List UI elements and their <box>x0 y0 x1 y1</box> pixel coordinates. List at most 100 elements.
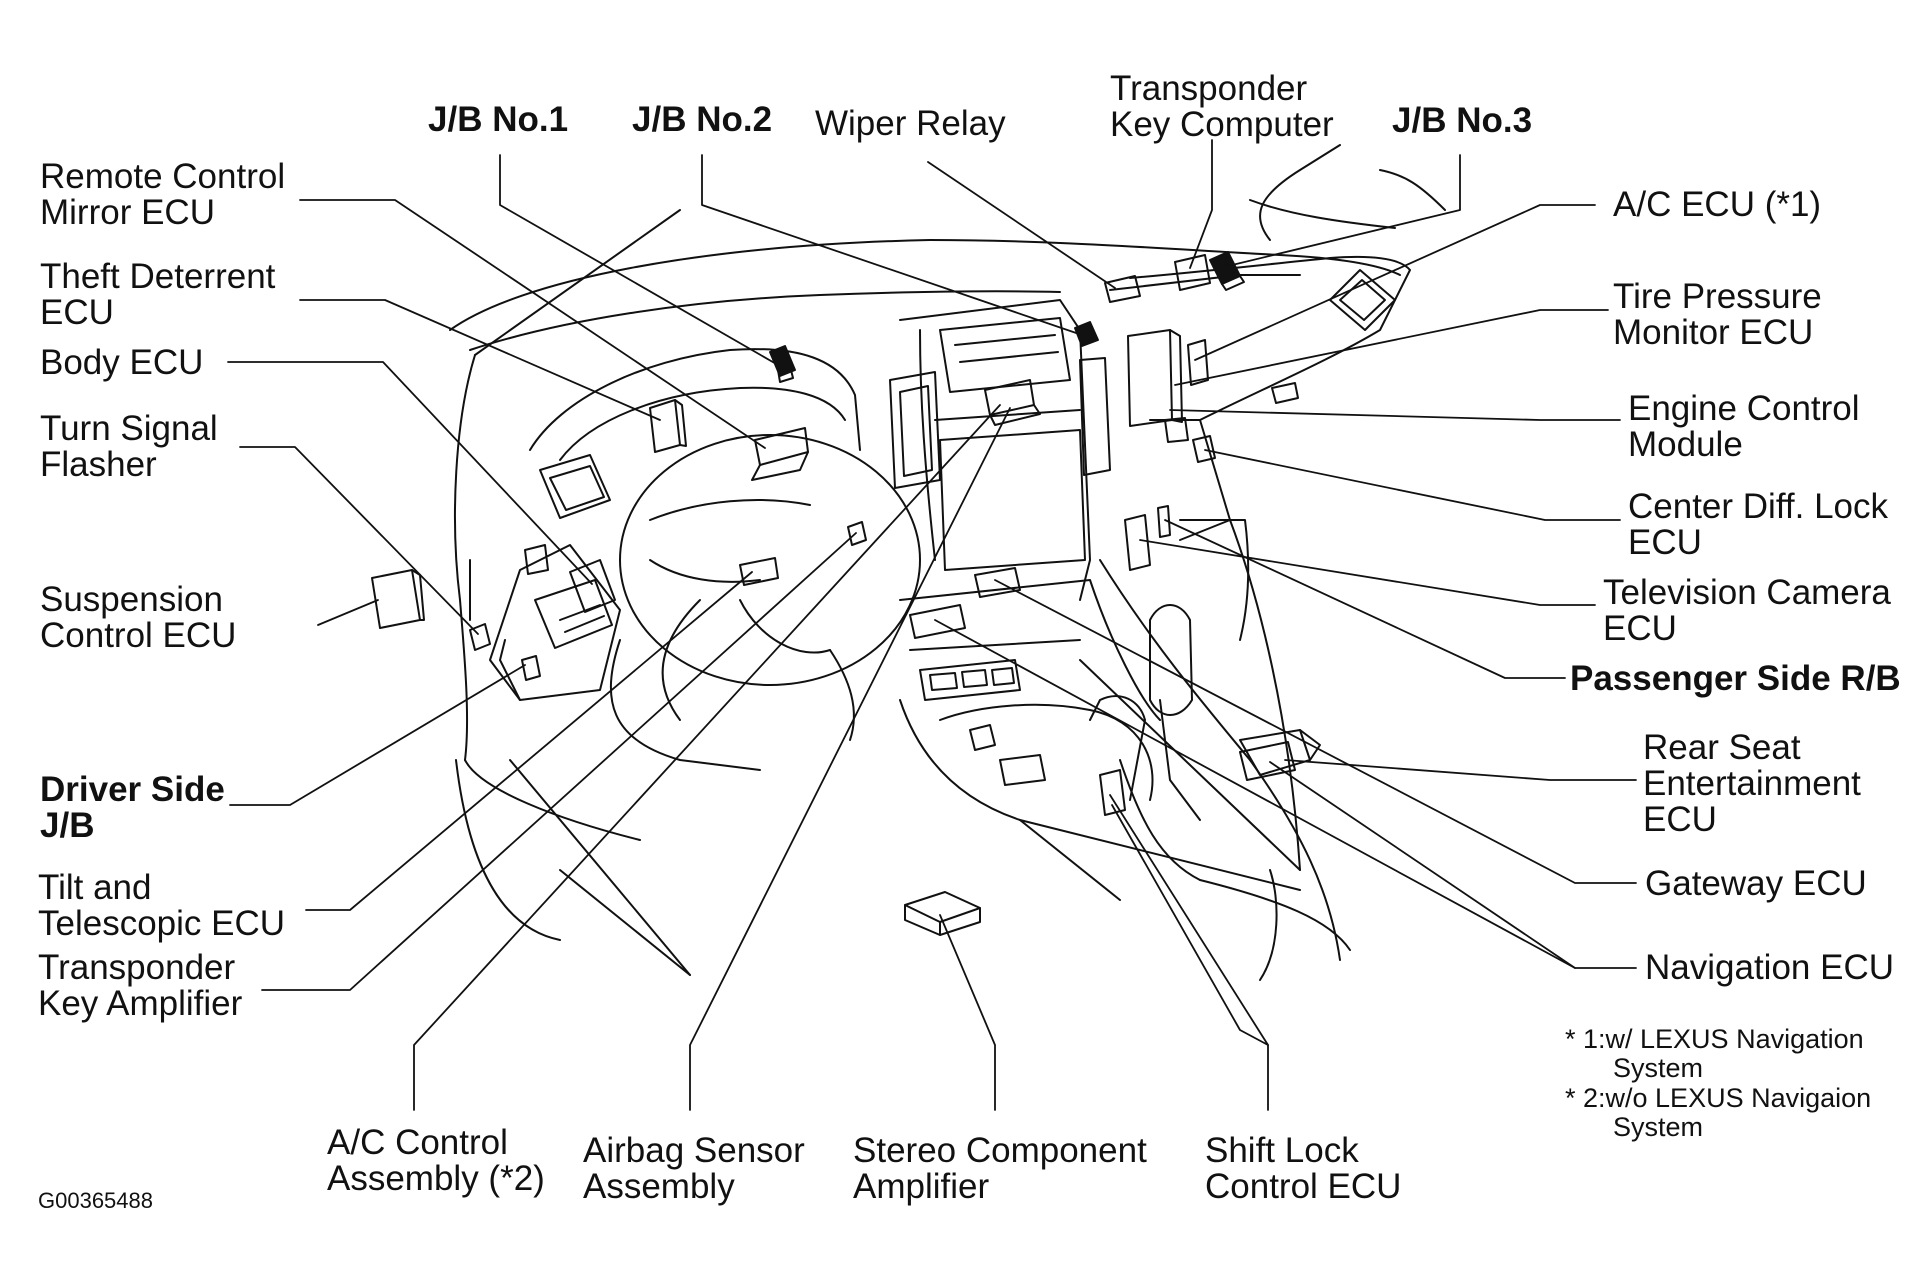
label-passenger-side-rb-text: Passenger Side R/B <box>1570 659 1901 698</box>
label-television-camera-ecu-line1: Television Camera <box>1603 573 1891 612</box>
label-navigation-ecu-text: Navigation ECU <box>1645 948 1894 987</box>
label-transponder-key-amplifier: Transponder Key Amplifier <box>38 950 242 1022</box>
label-suspension-control-ecu-line2: Control ECU <box>40 616 237 655</box>
leader-transponder-key-computer <box>1189 139 1213 269</box>
label-jb-no1: J/B No.1 <box>428 102 568 138</box>
label-body-ecu: Body ECU <box>40 345 203 381</box>
leader-lines <box>227 139 1637 1111</box>
label-remote-control-mirror-ecu-line1: Remote Control <box>40 157 286 196</box>
label-ac-control-assembly: A/C Control Assembly (*2) <box>327 1125 545 1197</box>
label-ac-ecu-text: A/C ECU (*1) <box>1613 185 1822 224</box>
label-transponder-key-computer: Transponder Key Computer <box>1110 71 1334 143</box>
leader-tire-pressure-monitor-ecu <box>1174 309 1609 386</box>
label-driver-side-jb: Driver Side J/B <box>40 772 225 844</box>
label-airbag-sensor-assembly: Airbag Sensor Assembly <box>583 1133 805 1205</box>
label-stereo-component-amplifier: Stereo Component Amplifier <box>853 1133 1147 1205</box>
label-theft-deterrent-ecu: Theft Deterrent ECU <box>40 259 275 331</box>
label-ac-ecu: A/C ECU (*1) <box>1613 187 1821 223</box>
label-tilt-telescopic-ecu-line2: Telescopic ECU <box>38 904 286 943</box>
label-theft-deterrent-ecu-line1: Theft Deterrent <box>40 257 276 296</box>
label-tilt-telescopic-ecu: Tilt and Telescopic ECU <box>38 870 285 942</box>
component-boxes <box>371 251 1299 936</box>
footnote-1: * 1:w/ LEXUS Navigation System <box>1565 1025 1864 1083</box>
label-rear-seat-entertainment-ecu-line2: Entertainment <box>1643 764 1861 803</box>
label-rear-seat-entertainment-ecu-line1: Rear Seat <box>1643 728 1801 767</box>
label-rear-seat-entertainment-ecu-line3: ECU <box>1643 800 1717 839</box>
label-shift-lock-control-ecu-line1: Shift Lock <box>1205 1131 1359 1170</box>
leader-driver-side-jb <box>229 664 526 806</box>
label-ac-control-assembly-line2: Assembly (*2) <box>327 1159 545 1198</box>
label-tire-pressure-monitor-ecu-line1: Tire Pressure <box>1613 277 1822 316</box>
label-wiper-relay-text: Wiper Relay <box>815 104 1006 143</box>
label-tilt-telescopic-ecu-line1: Tilt and <box>38 868 152 907</box>
label-remote-control-mirror-ecu: Remote Control Mirror ECU <box>40 159 285 231</box>
label-wiper-relay: Wiper Relay <box>815 106 1006 142</box>
dashboard-outline <box>449 144 1446 981</box>
label-remote-control-mirror-ecu-line2: Mirror ECU <box>40 193 215 232</box>
label-television-camera-ecu: Television Camera ECU <box>1603 575 1891 647</box>
leader-television-camera-ecu <box>1139 539 1596 606</box>
leader-engine-control-module <box>1169 409 1621 421</box>
label-airbag-sensor-assembly-line2: Assembly <box>583 1167 735 1206</box>
label-engine-control-module-line2: Module <box>1628 425 1743 464</box>
leader-passenger-side-rb <box>1164 519 1566 679</box>
figure-code: G00365488 <box>38 1188 153 1213</box>
leader-stereo-component-amplifier <box>939 914 996 1111</box>
label-suspension-control-ecu: Suspension Control ECU <box>40 582 236 654</box>
leader-turn-signal-flasher <box>239 446 479 635</box>
leader-gateway-ecu <box>994 579 1637 884</box>
label-transponder-key-computer-line2: Key Computer <box>1110 105 1334 144</box>
label-jb-no2-text: J/B No.2 <box>632 100 773 139</box>
footnote-1-line2: System <box>1613 1053 1704 1083</box>
label-transponder-key-amplifier-line1: Transponder <box>38 948 236 987</box>
label-stereo-component-amplifier-line2: Amplifier <box>853 1167 990 1206</box>
label-jb-no1-text: J/B No.1 <box>428 100 569 139</box>
label-jb-no3: J/B No.3 <box>1392 103 1532 139</box>
leader-rear-seat-entertainment-ecu <box>1284 759 1637 781</box>
leader-jb-no2 <box>701 154 1083 336</box>
label-tire-pressure-monitor-ecu: Tire Pressure Monitor ECU <box>1613 279 1822 351</box>
label-jb-no2: J/B No.2 <box>632 102 772 138</box>
leader-ac-ecu <box>1194 204 1596 361</box>
label-ac-control-assembly-line1: A/C Control <box>327 1123 508 1162</box>
label-theft-deterrent-ecu-line2: ECU <box>40 293 114 332</box>
label-turn-signal-flasher-line1: Turn Signal <box>40 409 218 448</box>
leader-jb-no3 <box>1227 154 1461 267</box>
label-passenger-side-rb: Passenger Side R/B <box>1570 661 1901 697</box>
label-shift-lock-control-ecu-line2: Control ECU <box>1205 1167 1402 1206</box>
leader-airbag-sensor-assembly <box>689 407 1011 1111</box>
leader-ac-control-assembly <box>413 404 1001 1111</box>
label-turn-signal-flasher-line2: Flasher <box>40 445 157 484</box>
label-engine-control-module: Engine Control Module <box>1628 391 1860 463</box>
leader-tilt-telescopic-ecu <box>305 571 753 911</box>
label-transponder-key-amplifier-line2: Key Amplifier <box>38 984 243 1023</box>
footnote-2: * 2:w/o LEXUS Navigaion System <box>1565 1084 1871 1142</box>
footnote-2-line1: * 2:w/o LEXUS Navigaion <box>1565 1083 1872 1113</box>
footnote-2-line2: System <box>1613 1112 1704 1142</box>
label-engine-control-module-line1: Engine Control <box>1628 389 1860 428</box>
label-tire-pressure-monitor-ecu-line2: Monitor ECU <box>1613 313 1814 352</box>
leader-wiper-relay <box>927 161 1116 289</box>
label-airbag-sensor-assembly-line1: Airbag Sensor <box>583 1131 805 1170</box>
label-body-ecu-text: Body ECU <box>40 343 204 382</box>
label-driver-side-jb-line1: Driver Side <box>40 770 225 809</box>
label-rear-seat-entertainment-ecu: Rear Seat Entertainment ECU <box>1643 730 1861 838</box>
label-jb-no3-text: J/B No.3 <box>1392 101 1533 140</box>
label-gateway-ecu-text: Gateway ECU <box>1645 864 1867 903</box>
leader-center-diff-lock-ecu <box>1204 449 1621 521</box>
leader-remote-control-mirror-ecu <box>299 199 766 449</box>
leader-jb-no1 <box>499 154 779 366</box>
label-suspension-control-ecu-line1: Suspension <box>40 580 223 619</box>
leader-suspension-control-ecu <box>317 599 379 626</box>
label-navigation-ecu: Navigation ECU <box>1645 950 1894 986</box>
label-shift-lock-control-ecu: Shift Lock Control ECU <box>1205 1133 1401 1205</box>
label-gateway-ecu: Gateway ECU <box>1645 866 1867 902</box>
label-stereo-component-amplifier-line1: Stereo Component <box>853 1131 1147 1170</box>
leader-body-ecu <box>227 361 593 585</box>
label-center-diff-lock-ecu: Center Diff. Lock ECU <box>1628 489 1888 561</box>
label-center-diff-lock-ecu-line2: ECU <box>1628 523 1702 562</box>
leader-theft-deterrent-ecu <box>299 299 661 421</box>
leader-transponder-key-amplifier <box>261 532 857 991</box>
